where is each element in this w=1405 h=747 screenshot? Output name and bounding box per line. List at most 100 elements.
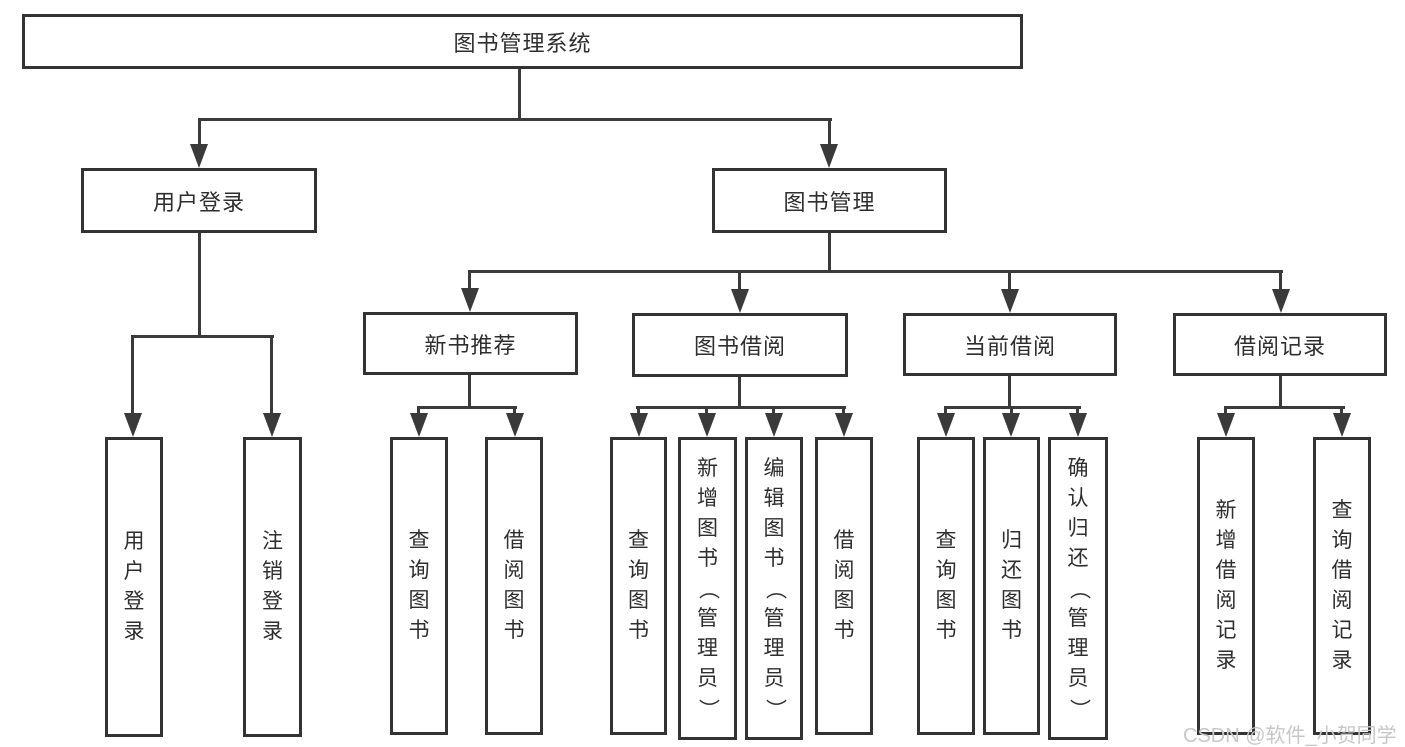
leaf-query-borrow-record: 查询借阅记录	[1313, 437, 1371, 735]
connector	[738, 271, 741, 291]
arrowhead-icon	[124, 413, 142, 437]
vertical-char: 登	[262, 590, 283, 613]
vertical-char: 用	[123, 530, 145, 553]
vertical-char: 员	[697, 666, 718, 690]
connector	[828, 119, 831, 146]
vertical-char: 理	[1067, 636, 1089, 660]
vertical-char: 还	[1001, 559, 1022, 582]
connector	[705, 407, 708, 416]
vertical-char: 借	[833, 529, 855, 552]
arrowhead-icon	[835, 413, 853, 437]
arrowhead-icon	[1333, 413, 1351, 437]
vertical-char: 阅	[833, 559, 855, 582]
connector	[513, 407, 516, 416]
leaf-query-book: 查询图书	[390, 437, 448, 735]
arrowhead-icon	[1002, 413, 1020, 437]
vertical-char: 认	[1067, 486, 1089, 510]
leaf-logout: 注销登录	[243, 437, 302, 737]
arrowhead-icon	[630, 413, 648, 437]
vertical-char: 查	[1331, 499, 1353, 522]
arrowhead-icon	[937, 413, 955, 437]
connector	[1076, 407, 1079, 416]
vertical-char: 图	[408, 589, 430, 612]
connector	[738, 377, 741, 408]
vertical-char: 还	[1067, 546, 1089, 570]
leaf-return-book: 归还图书	[983, 437, 1040, 735]
vertical-char: 员	[1067, 666, 1089, 690]
vertical-char: ）	[763, 698, 786, 719]
vertical-char: 询	[408, 559, 430, 582]
leaf-borrow-book: 借阅图书	[815, 437, 873, 735]
vertical-char: 阅	[503, 559, 525, 582]
vertical-char: 管	[697, 606, 718, 630]
vertical-char: 图	[935, 589, 957, 612]
connector	[198, 233, 201, 337]
vertical-char: 借	[1331, 559, 1353, 582]
connector	[468, 270, 1283, 273]
vertical-char: 录	[1215, 649, 1237, 672]
arrowhead-icon	[731, 289, 749, 313]
vertical-char: 记	[1215, 619, 1237, 642]
vertical-char: 归	[1067, 516, 1089, 540]
vertical-char: 阅	[1331, 589, 1353, 612]
vertical-char: 书	[833, 619, 855, 642]
connector	[772, 407, 775, 416]
arrowhead-icon	[1272, 289, 1290, 313]
connector	[1340, 407, 1343, 416]
leaf-query-book: 查询图书	[610, 437, 667, 735]
arrowhead-icon	[698, 413, 716, 437]
vertical-char: 图	[628, 589, 649, 612]
vertical-char: 询	[1331, 529, 1353, 552]
arrowhead-icon	[506, 413, 524, 437]
arrowhead-icon	[263, 413, 281, 437]
vertical-char: 图	[503, 589, 525, 612]
leaf-edit-book-admin: 编辑图书（管理员）	[745, 437, 803, 740]
connector	[417, 407, 420, 416]
vertical-char: 图	[763, 516, 785, 540]
vertical-char: 户	[123, 560, 145, 583]
arrowhead-icon	[1069, 413, 1087, 437]
connector	[1279, 271, 1282, 291]
arrowhead-icon	[190, 144, 208, 168]
vertical-char: （	[1067, 578, 1090, 599]
vertical-char: 编	[763, 456, 785, 480]
vertical-char: 书	[628, 619, 649, 642]
vertical-char: （	[696, 578, 720, 599]
vertical-char: 图	[833, 589, 855, 612]
vertical-char: 书	[763, 546, 785, 570]
vertical-char: 管	[1067, 606, 1089, 630]
vertical-char: 查	[628, 529, 649, 552]
connector	[828, 233, 831, 273]
leaf-user-login: 用户登录	[105, 437, 163, 737]
arrowhead-icon	[1001, 289, 1019, 313]
vertical-char: 辑	[763, 486, 785, 510]
node-current-borrow: 当前借阅	[903, 313, 1117, 376]
vertical-char: 新	[697, 456, 718, 480]
arrowhead-icon	[1217, 413, 1235, 437]
vertical-char: 录	[123, 620, 145, 643]
vertical-char: 借	[1215, 559, 1237, 582]
connector	[636, 406, 846, 409]
vertical-char: 图	[697, 516, 718, 540]
connector	[270, 336, 273, 415]
vertical-char: 员	[763, 666, 785, 690]
vertical-char: 录	[1331, 649, 1353, 672]
vertical-char: 借	[503, 529, 525, 552]
arrowhead-icon	[410, 413, 428, 437]
vertical-char: 书	[1001, 619, 1022, 642]
connector	[637, 407, 640, 416]
connector	[944, 407, 947, 416]
vertical-char: 理	[697, 636, 718, 660]
vertical-char: 录	[262, 620, 283, 643]
arrowhead-icon	[820, 144, 838, 168]
vertical-char: 增	[697, 486, 718, 510]
leaf-add-book-admin: 新增图书（管理员）	[678, 437, 737, 740]
node-user-login: 用户登录	[81, 168, 317, 233]
connector	[1008, 376, 1011, 408]
node-borrow-record: 借阅记录	[1173, 313, 1387, 376]
vertical-char: 增	[1215, 529, 1237, 552]
vertical-char: 归	[1001, 529, 1022, 552]
vertical-char: 销	[262, 560, 283, 583]
vertical-char: 书	[408, 619, 430, 642]
connector	[1224, 407, 1227, 416]
